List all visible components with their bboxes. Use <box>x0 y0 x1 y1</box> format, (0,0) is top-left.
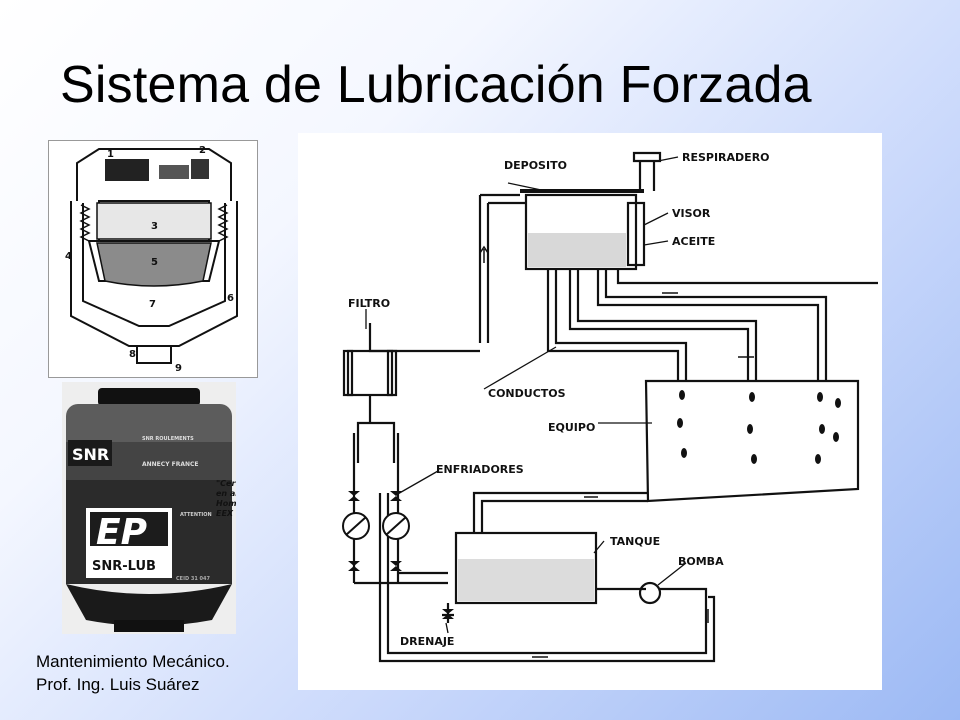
slide-title: Sistema de Lubricación Forzada <box>60 56 812 114</box>
footer-credits: Mantenimiento Mecánico. Prof. Ing. Luis … <box>36 650 230 696</box>
cup-number-5: 5 <box>151 257 158 268</box>
label-drenaje: DRENAJE <box>400 635 454 648</box>
label-aceite: ACEITE <box>672 235 715 248</box>
lubricator-drawing: SNR SNR ROULEMENTS ANNECY FRANCE EP SNR-… <box>62 382 240 634</box>
system-drawing: DEPOSITO RESPIRADERO VISOR ACEITE FILTRO… <box>342 151 878 663</box>
cup-number-3: 3 <box>151 221 158 232</box>
cup-number-8: 8 <box>129 349 136 360</box>
attention-text: ATTENTION <box>180 512 212 518</box>
product-name: SNR-LUB <box>92 559 156 574</box>
cup-number-6: 6 <box>227 293 234 304</box>
side-text: "Certen arHomEEX <box>216 479 236 518</box>
system-diagram: DEPOSITO RESPIRADERO VISOR ACEITE FILTRO… <box>298 133 882 690</box>
cup-number-1: 1 <box>107 149 114 160</box>
cup-number-9: 9 <box>175 363 182 374</box>
lubricator-cross-section-figure: 1 2 3 4 5 6 7 8 9 <box>48 140 258 378</box>
label-enfriadores: ENFRIADORES <box>436 463 524 476</box>
snr-small-text: SNR ROULEMENTS <box>142 436 194 442</box>
label-respiradero: RESPIRADERO <box>682 151 770 164</box>
label-deposito: DEPOSITO <box>504 159 567 172</box>
origin-text: ANNECY FRANCE <box>142 461 199 468</box>
cup-drawing: 1 2 3 4 5 6 7 8 9 <box>65 145 238 374</box>
label-visor: VISOR <box>672 207 711 220</box>
label-tanque: TANQUE <box>610 535 660 548</box>
cup-number-7: 7 <box>149 299 156 310</box>
code-text: CEID 31 047 <box>176 576 210 582</box>
cup-number-4: 4 <box>65 251 72 262</box>
ep-logo: EP <box>96 512 147 553</box>
label-filtro: FILTRO <box>348 297 390 310</box>
footer-author: Prof. Ing. Luis Suárez <box>36 675 200 694</box>
cup-number-2: 2 <box>199 145 206 156</box>
snr-lubricator-photo: SNR SNR ROULEMENTS ANNECY FRANCE EP SNR-… <box>62 382 240 634</box>
footer-course: Mantenimiento Mecánico. <box>36 652 230 671</box>
label-equipo: EQUIPO <box>548 421 595 434</box>
label-bomba: BOMBA <box>678 555 724 568</box>
snr-logo: SNR <box>72 445 109 464</box>
label-conductos: CONDUCTOS <box>488 387 566 400</box>
